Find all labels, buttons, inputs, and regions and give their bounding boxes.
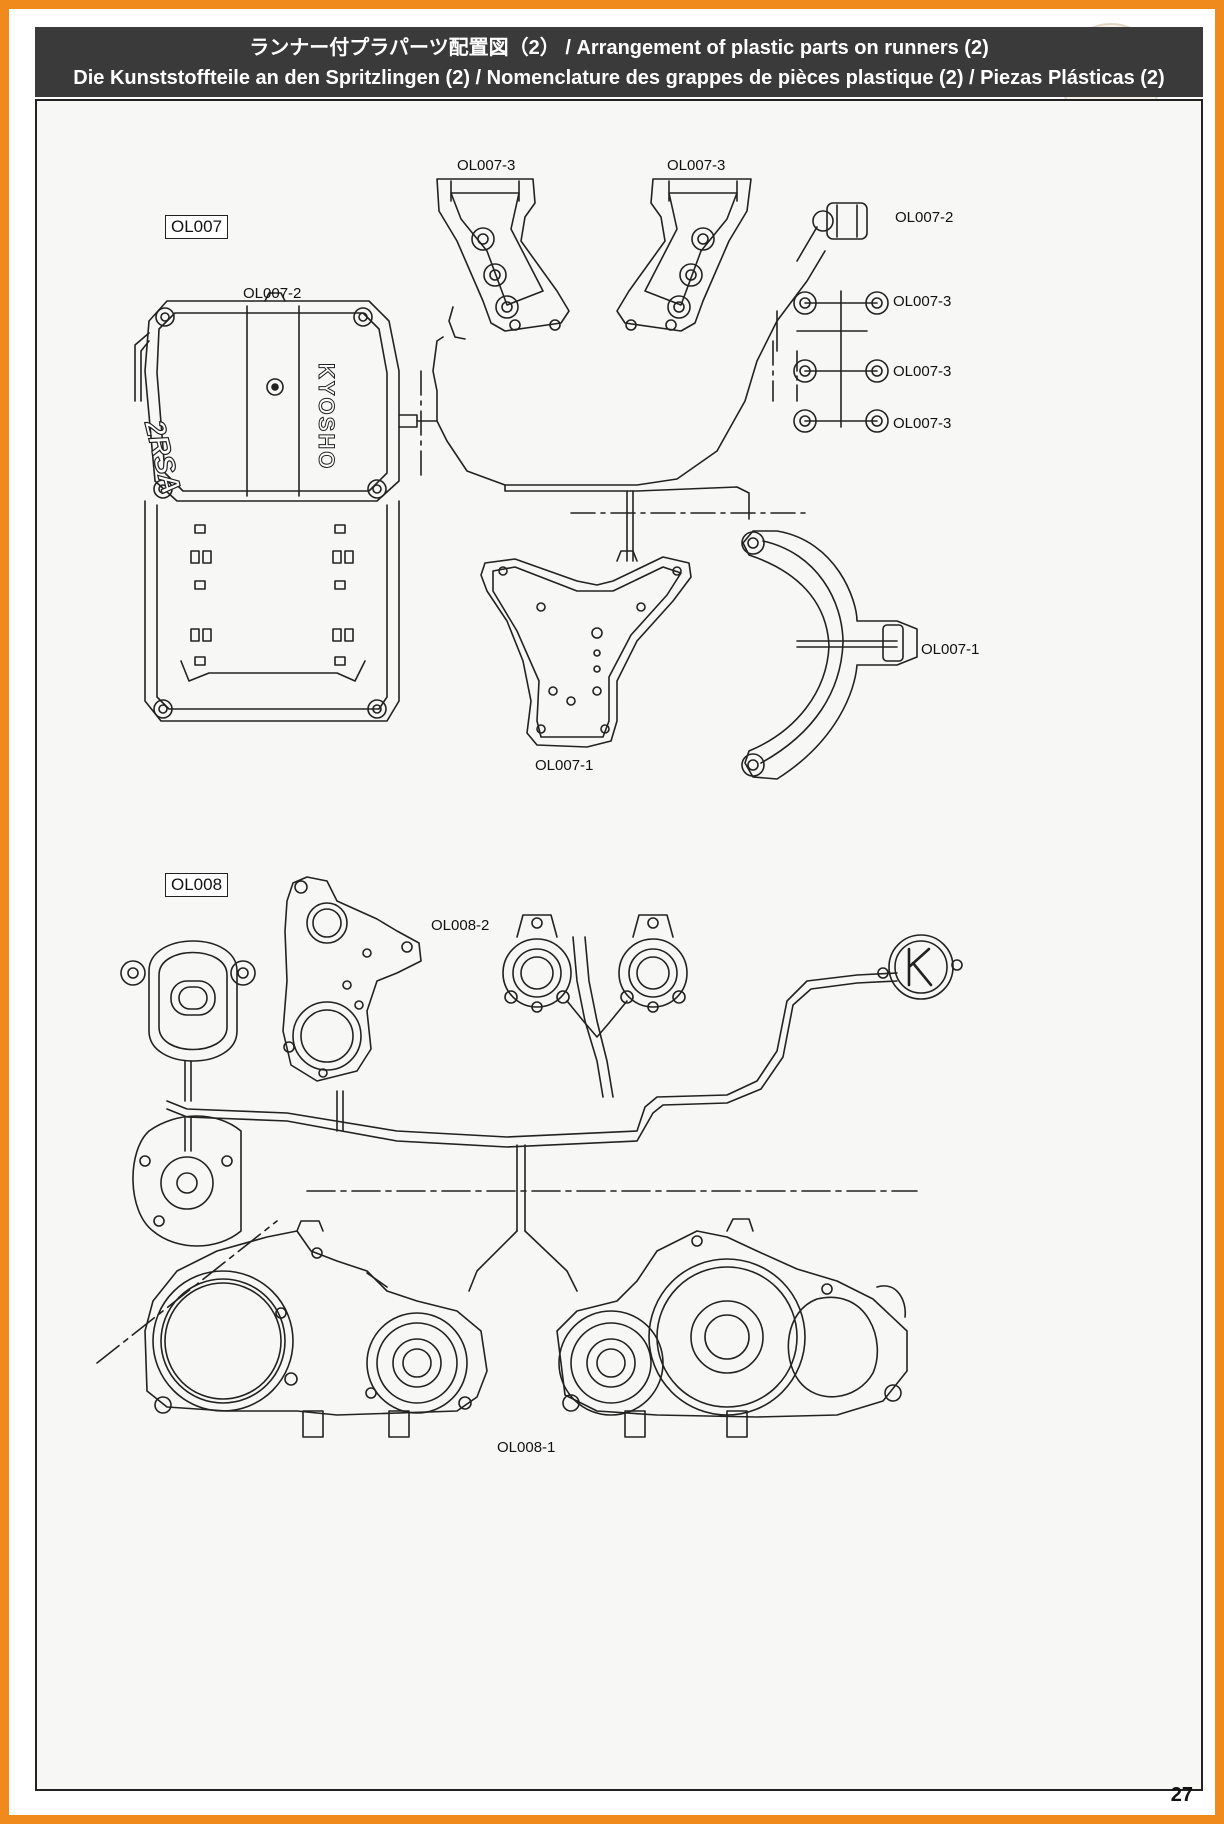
page-header: ランナー付プラパーツ配置図（2） / Arrangement of plasti…	[35, 27, 1203, 97]
tank-brand-text: KYOSHO	[314, 363, 340, 471]
part-label-tower-left: OL007-3	[457, 157, 516, 174]
header-title-line-2: Die Kunststoffteile an den Spritzlingen …	[73, 67, 1165, 89]
cylinder-part	[797, 203, 867, 261]
runner-ol008	[97, 937, 917, 1363]
section-label-ol007: OL007	[165, 215, 229, 239]
section-label-ol008: OL008	[165, 873, 229, 897]
header-title-line-1: ランナー付プラパーツ配置図（2） / Arrangement of plasti…	[249, 37, 989, 59]
part-label-plate: OL007-1	[535, 757, 594, 774]
parts-diagram	[37, 101, 1201, 1789]
part-label-tank: OL007-2	[243, 285, 302, 302]
arc-bracket-part	[742, 531, 917, 779]
gear-case-right	[557, 1219, 907, 1437]
page-number: 27	[1170, 1784, 1193, 1806]
bushing-cluster	[794, 291, 888, 432]
tower-part-left	[437, 179, 569, 331]
part-label-arc-bracket: OL007-1	[921, 641, 980, 658]
part-label-bushing-3: OL007-3	[893, 415, 952, 432]
runner-ol007	[417, 251, 867, 561]
holder-junction	[567, 1001, 627, 1037]
diagram-frame: OL007 OL007-3 OL007-3 OL007-2 OL007-2 OL…	[35, 99, 1203, 1791]
part-label-cylinder: OL007-2	[895, 209, 954, 226]
fuel-tank-part	[135, 293, 417, 721]
tower-part-right	[617, 179, 751, 331]
oval-cover-part	[121, 941, 255, 1061]
part-label-bushing-1: OL007-3	[893, 293, 952, 310]
bearing-holder-left	[503, 915, 571, 1012]
logo-cap-part	[878, 935, 962, 999]
gear-case-left	[145, 1221, 487, 1437]
mount-plate-part	[283, 877, 421, 1081]
manual-page: ランナー付プラパーツ配置図（2） / Arrangement of plasti…	[9, 9, 1215, 1815]
plate-part	[481, 551, 691, 747]
part-label-bearing-holder: OL008-2	[431, 917, 490, 934]
part-label-bushing-2: OL007-3	[893, 363, 952, 380]
part-label-tower-right: OL007-3	[667, 157, 726, 174]
part-label-gear-case: OL008-1	[497, 1439, 556, 1456]
bearing-holder-right	[619, 915, 687, 1012]
round-flange-part	[133, 1116, 241, 1246]
